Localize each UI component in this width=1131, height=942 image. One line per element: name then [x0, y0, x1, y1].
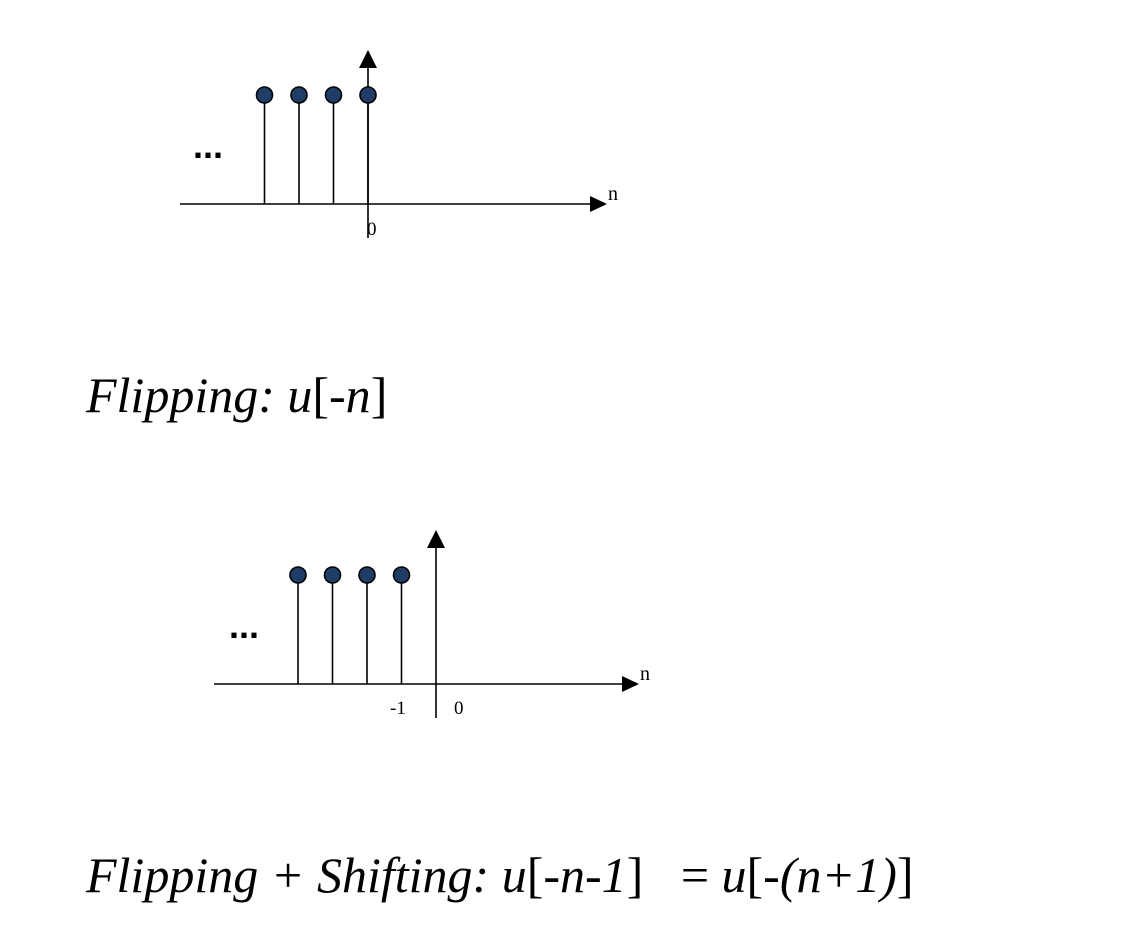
caption-argument: -n-1: [543, 847, 627, 903]
caption-function: u: [287, 367, 313, 423]
stem-marker: [289, 566, 307, 584]
caption-equals: =: [680, 847, 710, 903]
n-axis-arrowhead: [590, 196, 607, 212]
tick-label-0: 0: [367, 219, 377, 240]
plot-flipping: n 0 ...: [180, 50, 618, 240]
caption-bracket-close: ]: [896, 847, 914, 903]
tick-label-minus-1: -1: [390, 698, 406, 719]
ellipsis: ...: [193, 125, 223, 166]
n-axis-arrowhead: [622, 676, 639, 692]
caption-bracket-open: [: [526, 847, 544, 903]
caption-flipping: Flipping: u[-n]: [86, 370, 387, 420]
stem-marker: [290, 86, 308, 104]
caption-word: Flipping:: [86, 367, 275, 423]
tick-label-0: 0: [454, 698, 464, 719]
stem-marker: [392, 566, 411, 584]
stems: [255, 86, 377, 204]
caption-argument: -(n+1): [763, 847, 897, 903]
vertical-axis-arrowhead: [359, 50, 377, 68]
caption-flipping-shifting: Flipping + Shifting: u[-n-1] = u[-(n+1)]: [86, 850, 914, 900]
ellipsis: ...: [229, 605, 259, 646]
caption-function: u: [721, 847, 747, 903]
stem-marker: [358, 566, 376, 584]
caption-word: Flipping + Shifting:: [86, 847, 490, 903]
plot-flipping-shifting: n -1 0 ...: [214, 530, 650, 719]
caption-bracket-close: ]: [370, 367, 388, 423]
axis-variable-label: n: [608, 183, 618, 205]
stem-marker: [323, 566, 342, 584]
stem-marker: [324, 86, 343, 104]
stems: [289, 566, 411, 684]
caption-bracket-open: [: [312, 367, 330, 423]
caption-bracket-close: ]: [626, 847, 644, 903]
stem-marker: [255, 86, 274, 104]
vertical-axis-arrowhead: [427, 530, 445, 548]
stem-marker: [359, 86, 377, 104]
caption-function: u: [501, 847, 527, 903]
axis-variable-label: n: [640, 663, 650, 685]
caption-argument: -n: [329, 367, 371, 423]
caption-bracket-open: [: [746, 847, 764, 903]
